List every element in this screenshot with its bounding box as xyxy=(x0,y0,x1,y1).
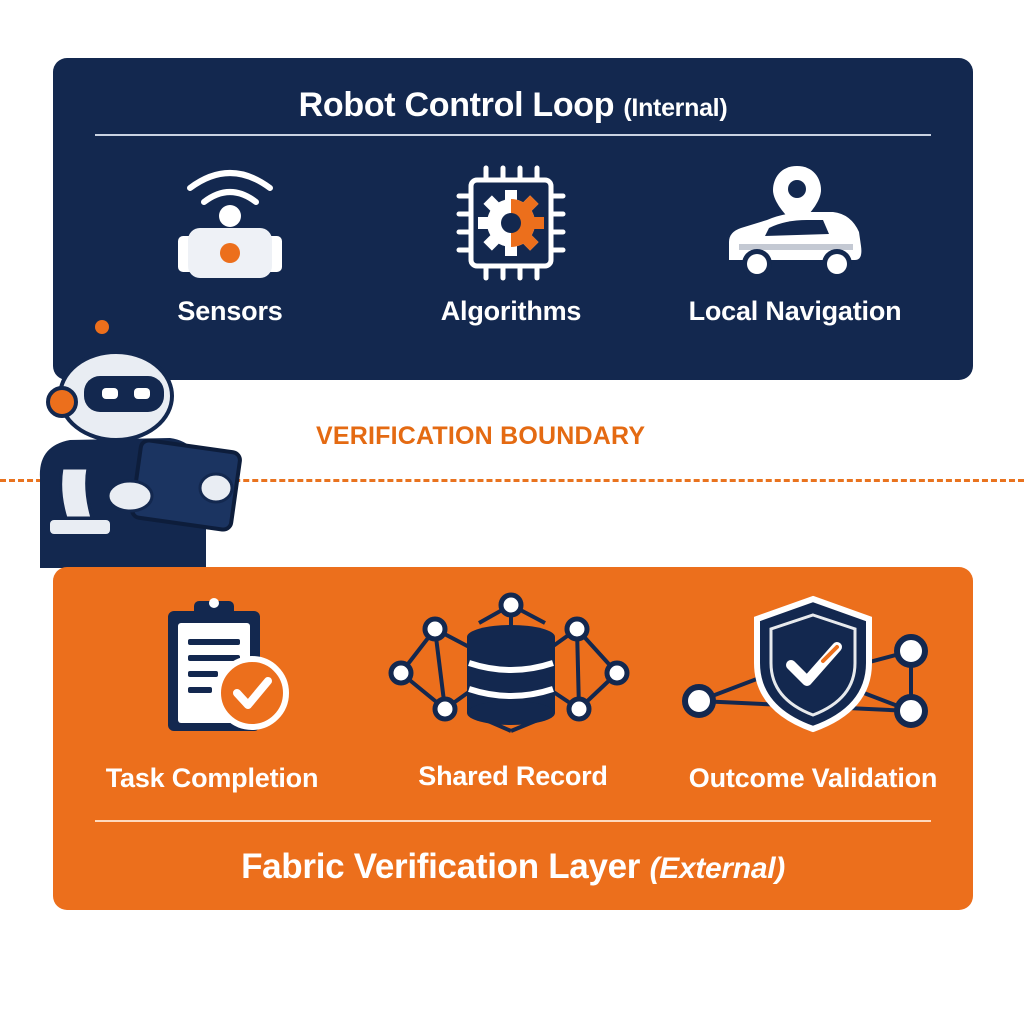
vehicle-location-icon xyxy=(679,162,911,286)
clipboard-check-icon xyxy=(97,593,327,733)
task-completion-label: Task Completion xyxy=(105,763,319,793)
algorithms-item: Algorithms xyxy=(431,162,591,327)
sensor-icon xyxy=(160,166,300,286)
local-navigation-label: Local Navigation xyxy=(688,296,902,326)
verification-boundary-line xyxy=(0,479,1024,482)
task-completion-item: Task Completion xyxy=(97,593,327,794)
shared-record-label: Shared Record xyxy=(418,761,608,791)
internal-panel-qualifier: (Internal) xyxy=(623,94,728,122)
external-panel-divider xyxy=(95,820,931,822)
internal-panel-divider xyxy=(95,134,931,136)
shared-record-item: Shared Record xyxy=(383,589,643,792)
database-network-icon xyxy=(383,589,643,739)
internal-panel-title: Robot Control Loop (Internal) xyxy=(53,86,973,125)
processor-gear-icon xyxy=(431,162,591,282)
outcome-validation-item: Outcome Validation xyxy=(673,593,953,794)
outcome-validation-label: Outcome Validation xyxy=(688,763,938,793)
sensors-item: Sensors xyxy=(160,166,300,327)
external-panel-title-text: Fabric Verification Layer xyxy=(241,847,641,886)
verification-boundary-label: VERIFICATION BOUNDARY xyxy=(316,422,646,450)
external-panel-qualifier: (External) xyxy=(649,852,786,885)
fabric-verification-layer-panel: Task Completion xyxy=(53,567,973,910)
local-navigation-item: Local Navigation xyxy=(679,162,911,327)
algorithms-label: Algorithms xyxy=(440,296,582,326)
internal-panel-title-text: Robot Control Loop xyxy=(298,86,615,124)
robot-control-loop-panel: Robot Control Loop (Internal) Sensors xyxy=(53,58,973,380)
sensors-label: Sensors xyxy=(177,296,283,326)
external-panel-title: Fabric Verification Layer (External) xyxy=(53,847,973,887)
robot-mascot xyxy=(30,318,250,573)
shield-check-network-icon xyxy=(673,593,953,733)
